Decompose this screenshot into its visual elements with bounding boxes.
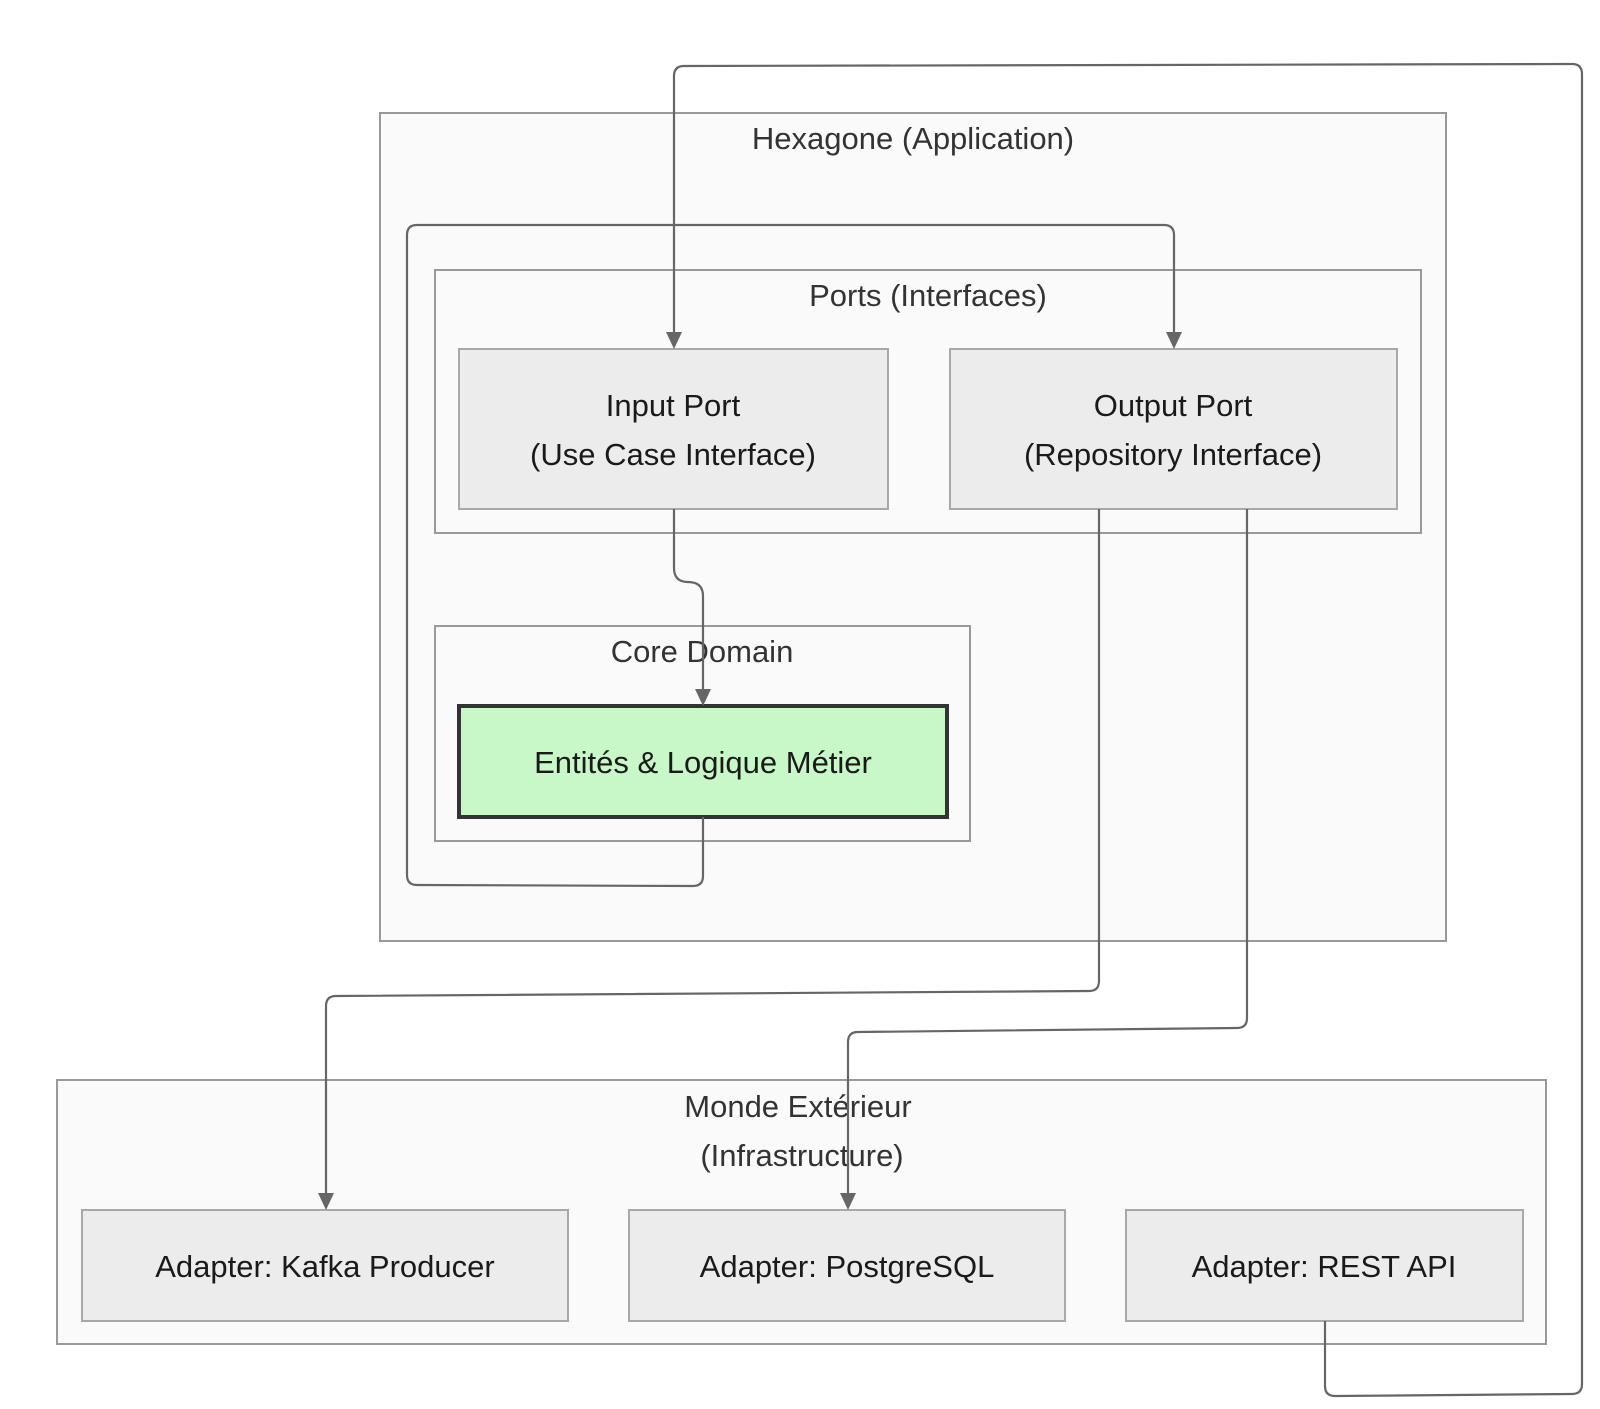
node-adapter-rest-api-label: Adapter: REST API xyxy=(1192,1249,1457,1284)
node-core-logic[interactable]: Entités & Logique Métier xyxy=(457,704,949,819)
cluster-monde-exterieur-title-line1: Monde Extérieur xyxy=(684,1089,911,1124)
node-input-port-label-line2: (Use Case Interface) xyxy=(530,437,816,472)
node-adapter-kafka-label: Adapter: Kafka Producer xyxy=(155,1249,494,1284)
node-adapter-kafka-box[interactable] xyxy=(81,1209,569,1322)
node-adapter-kafka[interactable]: Adapter: Kafka Producer xyxy=(81,1209,569,1322)
edge-output-port-to-postgresql-arrowhead xyxy=(840,1193,856,1210)
node-input-port-box[interactable] xyxy=(458,348,889,510)
node-adapter-rest-api[interactable]: Adapter: REST API xyxy=(1125,1209,1524,1322)
node-output-port-box[interactable] xyxy=(949,348,1398,510)
node-output-port-label-line2: (Repository Interface) xyxy=(1024,437,1322,472)
edge-input-port-to-core-logic-arrowhead xyxy=(695,689,711,706)
node-adapter-postgresql-box[interactable] xyxy=(628,1209,1066,1322)
node-input-port-label-line1: Input Port xyxy=(606,388,741,423)
cluster-hexagone-title: Hexagone (Application) xyxy=(752,121,1074,156)
node-adapter-postgresql[interactable]: Adapter: PostgreSQL xyxy=(628,1209,1066,1322)
node-adapter-rest-api-box[interactable] xyxy=(1125,1209,1524,1322)
cluster-monde-exterieur-title-line2: (Infrastructure) xyxy=(700,1138,903,1173)
node-adapter-postgresql-label: Adapter: PostgreSQL xyxy=(700,1249,995,1284)
cluster-ports-title: Ports (Interfaces) xyxy=(809,278,1047,313)
edge-core-logic-to-output-port xyxy=(405,223,1176,888)
node-core-logic-label: Entités & Logique Métier xyxy=(534,745,872,780)
edge-input-port-to-core-logic xyxy=(672,509,705,689)
edge-output-port-to-kafka xyxy=(324,509,1101,1193)
node-output-port-label-line1: Output Port xyxy=(1094,388,1253,423)
edges xyxy=(318,62,1584,1398)
node-output-port[interactable]: Output Port (Repository Interface) xyxy=(949,348,1398,510)
edge-output-port-to-kafka-arrowhead xyxy=(318,1193,334,1210)
edge-core-logic-to-output-port-arrowhead xyxy=(1166,332,1182,349)
edge-output-port-to-postgresql xyxy=(846,509,1249,1193)
edge-rest-api-to-input-port xyxy=(672,62,1584,1398)
node-input-port[interactable]: Input Port (Use Case Interface) xyxy=(458,348,889,510)
edge-rest-api-to-input-port-arrowhead xyxy=(666,332,682,349)
